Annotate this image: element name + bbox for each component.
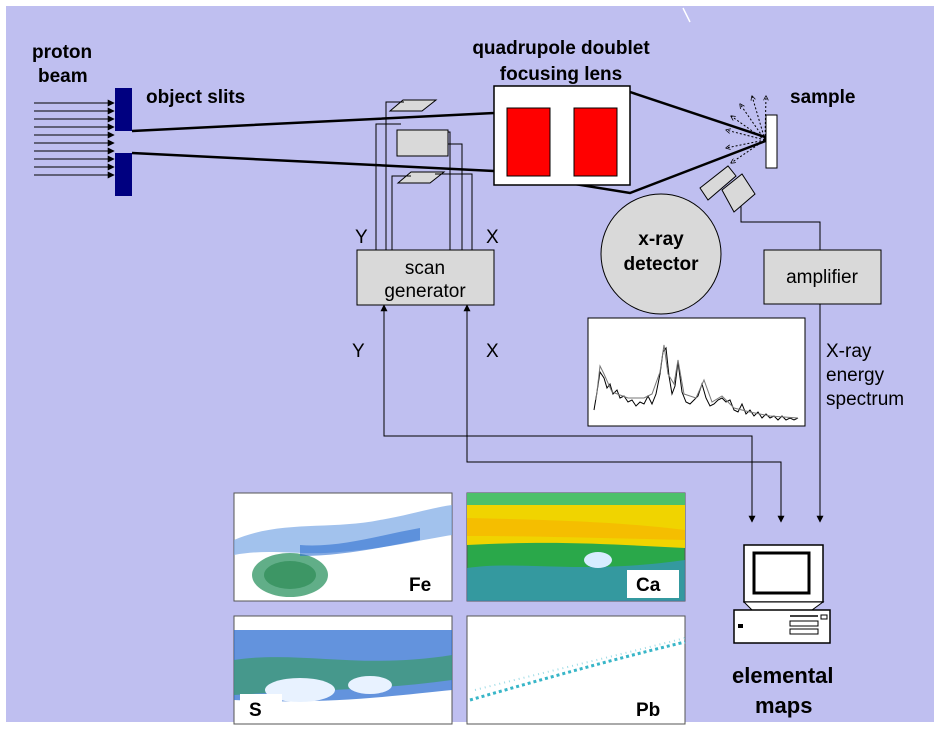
y-label-top: Y: [355, 227, 368, 248]
spectrum-trace-fit: [595, 344, 799, 419]
computer-icon: [733, 544, 831, 644]
map-s-label: S: [249, 700, 262, 721]
object-slit-upper: [115, 88, 132, 131]
maps-label-2: maps: [755, 693, 812, 718]
spectrum-panel: [587, 317, 806, 427]
map-ca-label: Ca: [636, 575, 661, 596]
detector-probe: [699, 165, 756, 213]
scan-wiring: [375, 101, 473, 250]
object-slit-lower: [115, 153, 132, 196]
map-s: S: [233, 615, 453, 725]
detector-amplifier-wire: [740, 206, 821, 250]
spectrum-label-3: spectrum: [826, 389, 904, 410]
lens-label-2: focusing lens: [500, 64, 622, 85]
map-fe: Fe: [233, 492, 453, 602]
proton-beam-label-1: proton: [32, 42, 92, 63]
deflector-plate-top: [388, 99, 438, 112]
quadrupole-magnet-2: [573, 107, 618, 177]
proton-beam-label-2: beam: [38, 66, 88, 87]
map-fe-label: Fe: [409, 575, 431, 596]
spectrum-label-2: energy: [826, 365, 885, 386]
lens-label-1: quadrupole doublet: [472, 38, 650, 59]
quadrupole-magnet-1: [506, 107, 551, 177]
scan-generator-box: [356, 249, 495, 306]
xray-emission-rays: [726, 96, 766, 163]
maps-label-1: elemental: [732, 663, 834, 688]
y-label-bottom: Y: [352, 341, 365, 362]
x-label-top: X: [486, 227, 499, 248]
object-slits-label: object slits: [146, 87, 245, 108]
amplifier-label: amplifier: [786, 267, 858, 288]
spectrum-label-1: X-ray: [826, 341, 872, 362]
proton-beam-lines: [34, 99, 115, 179]
sample-target: [765, 114, 778, 169]
signal-lines: [380, 304, 824, 523]
deflector-coil: [396, 129, 449, 157]
x-label-bottom: X: [486, 341, 499, 362]
amplifier-box: [763, 249, 882, 305]
map-pb: Pb: [466, 615, 686, 725]
detector-label-1: x-ray: [638, 229, 684, 250]
map-ca: Ca: [466, 492, 686, 602]
scan-generator-label-1: scan: [405, 258, 445, 279]
sample-label: sample: [790, 87, 855, 108]
map-pb-label: Pb: [636, 700, 660, 721]
detector-label-2: detector: [624, 254, 700, 275]
stray-mark: [682, 7, 691, 23]
scan-generator-label-2: generator: [384, 281, 466, 302]
